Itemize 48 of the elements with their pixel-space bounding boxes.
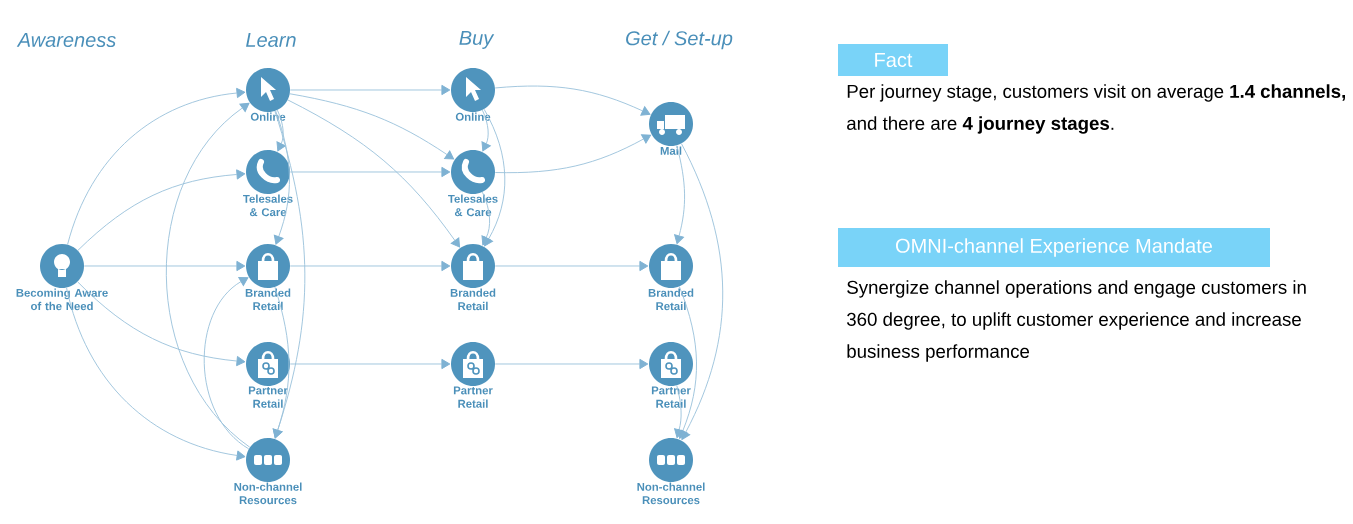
node-label: Partner Retail <box>453 386 493 408</box>
arrow <box>289 358 451 370</box>
stage-heading: Awareness <box>16 33 116 47</box>
arrow <box>481 191 491 246</box>
arrow <box>77 169 246 251</box>
arrow <box>203 277 250 450</box>
arrow <box>494 358 649 370</box>
stage-heading: Learn <box>246 33 296 47</box>
arrow <box>494 260 649 272</box>
heading-band: OMNI-channel Experience Mandate <box>838 228 1270 267</box>
node-label: Non-channel Resources <box>234 482 302 505</box>
node-label: Becoming Aware of the Need <box>16 288 108 311</box>
node-label: Telesales & Care <box>243 194 293 217</box>
arrow <box>289 84 451 96</box>
arrow <box>481 109 491 152</box>
stage-heading: Get / Set-up <box>626 30 733 50</box>
node-label: Branded Retail <box>450 288 496 311</box>
arrow <box>83 260 246 272</box>
arrow <box>494 85 651 116</box>
arrow <box>289 166 451 178</box>
paragraph: Per journey stage, customers visit on average 1.4 channels, and there are 4 journey stages. <box>847 84 1345 134</box>
node-label: Partner Retail <box>248 386 288 408</box>
arrow <box>287 99 461 248</box>
node-label: Branded Retail <box>648 288 694 311</box>
node-label: Online <box>250 112 286 121</box>
arrow <box>276 109 286 152</box>
node-label: Mail <box>660 146 682 155</box>
arrow <box>77 281 246 367</box>
arrow <box>289 93 455 160</box>
arrow <box>289 260 451 272</box>
node-label: Telesales & Care <box>448 194 498 217</box>
fact-band: Fact <box>838 44 948 76</box>
arrow <box>165 102 251 448</box>
arrow <box>674 385 684 439</box>
node-label: Online <box>455 112 491 121</box>
arrow <box>67 87 246 245</box>
arrow <box>677 286 697 439</box>
arrow <box>272 286 290 439</box>
node-label: Partner Retail <box>651 386 691 408</box>
node-label: Non-channel Resources <box>637 482 705 505</box>
arrow <box>273 110 290 245</box>
stage-heading: Buy <box>459 31 495 49</box>
node-label: Branded Retail <box>245 288 291 311</box>
arrow <box>681 143 724 440</box>
arrow <box>494 134 652 174</box>
paragraph: Synergize channel operations and engage customers in 360 degree, to uplift customer experience and increase business performance <box>847 280 1306 362</box>
arrow <box>674 145 686 245</box>
arrow <box>66 287 246 461</box>
